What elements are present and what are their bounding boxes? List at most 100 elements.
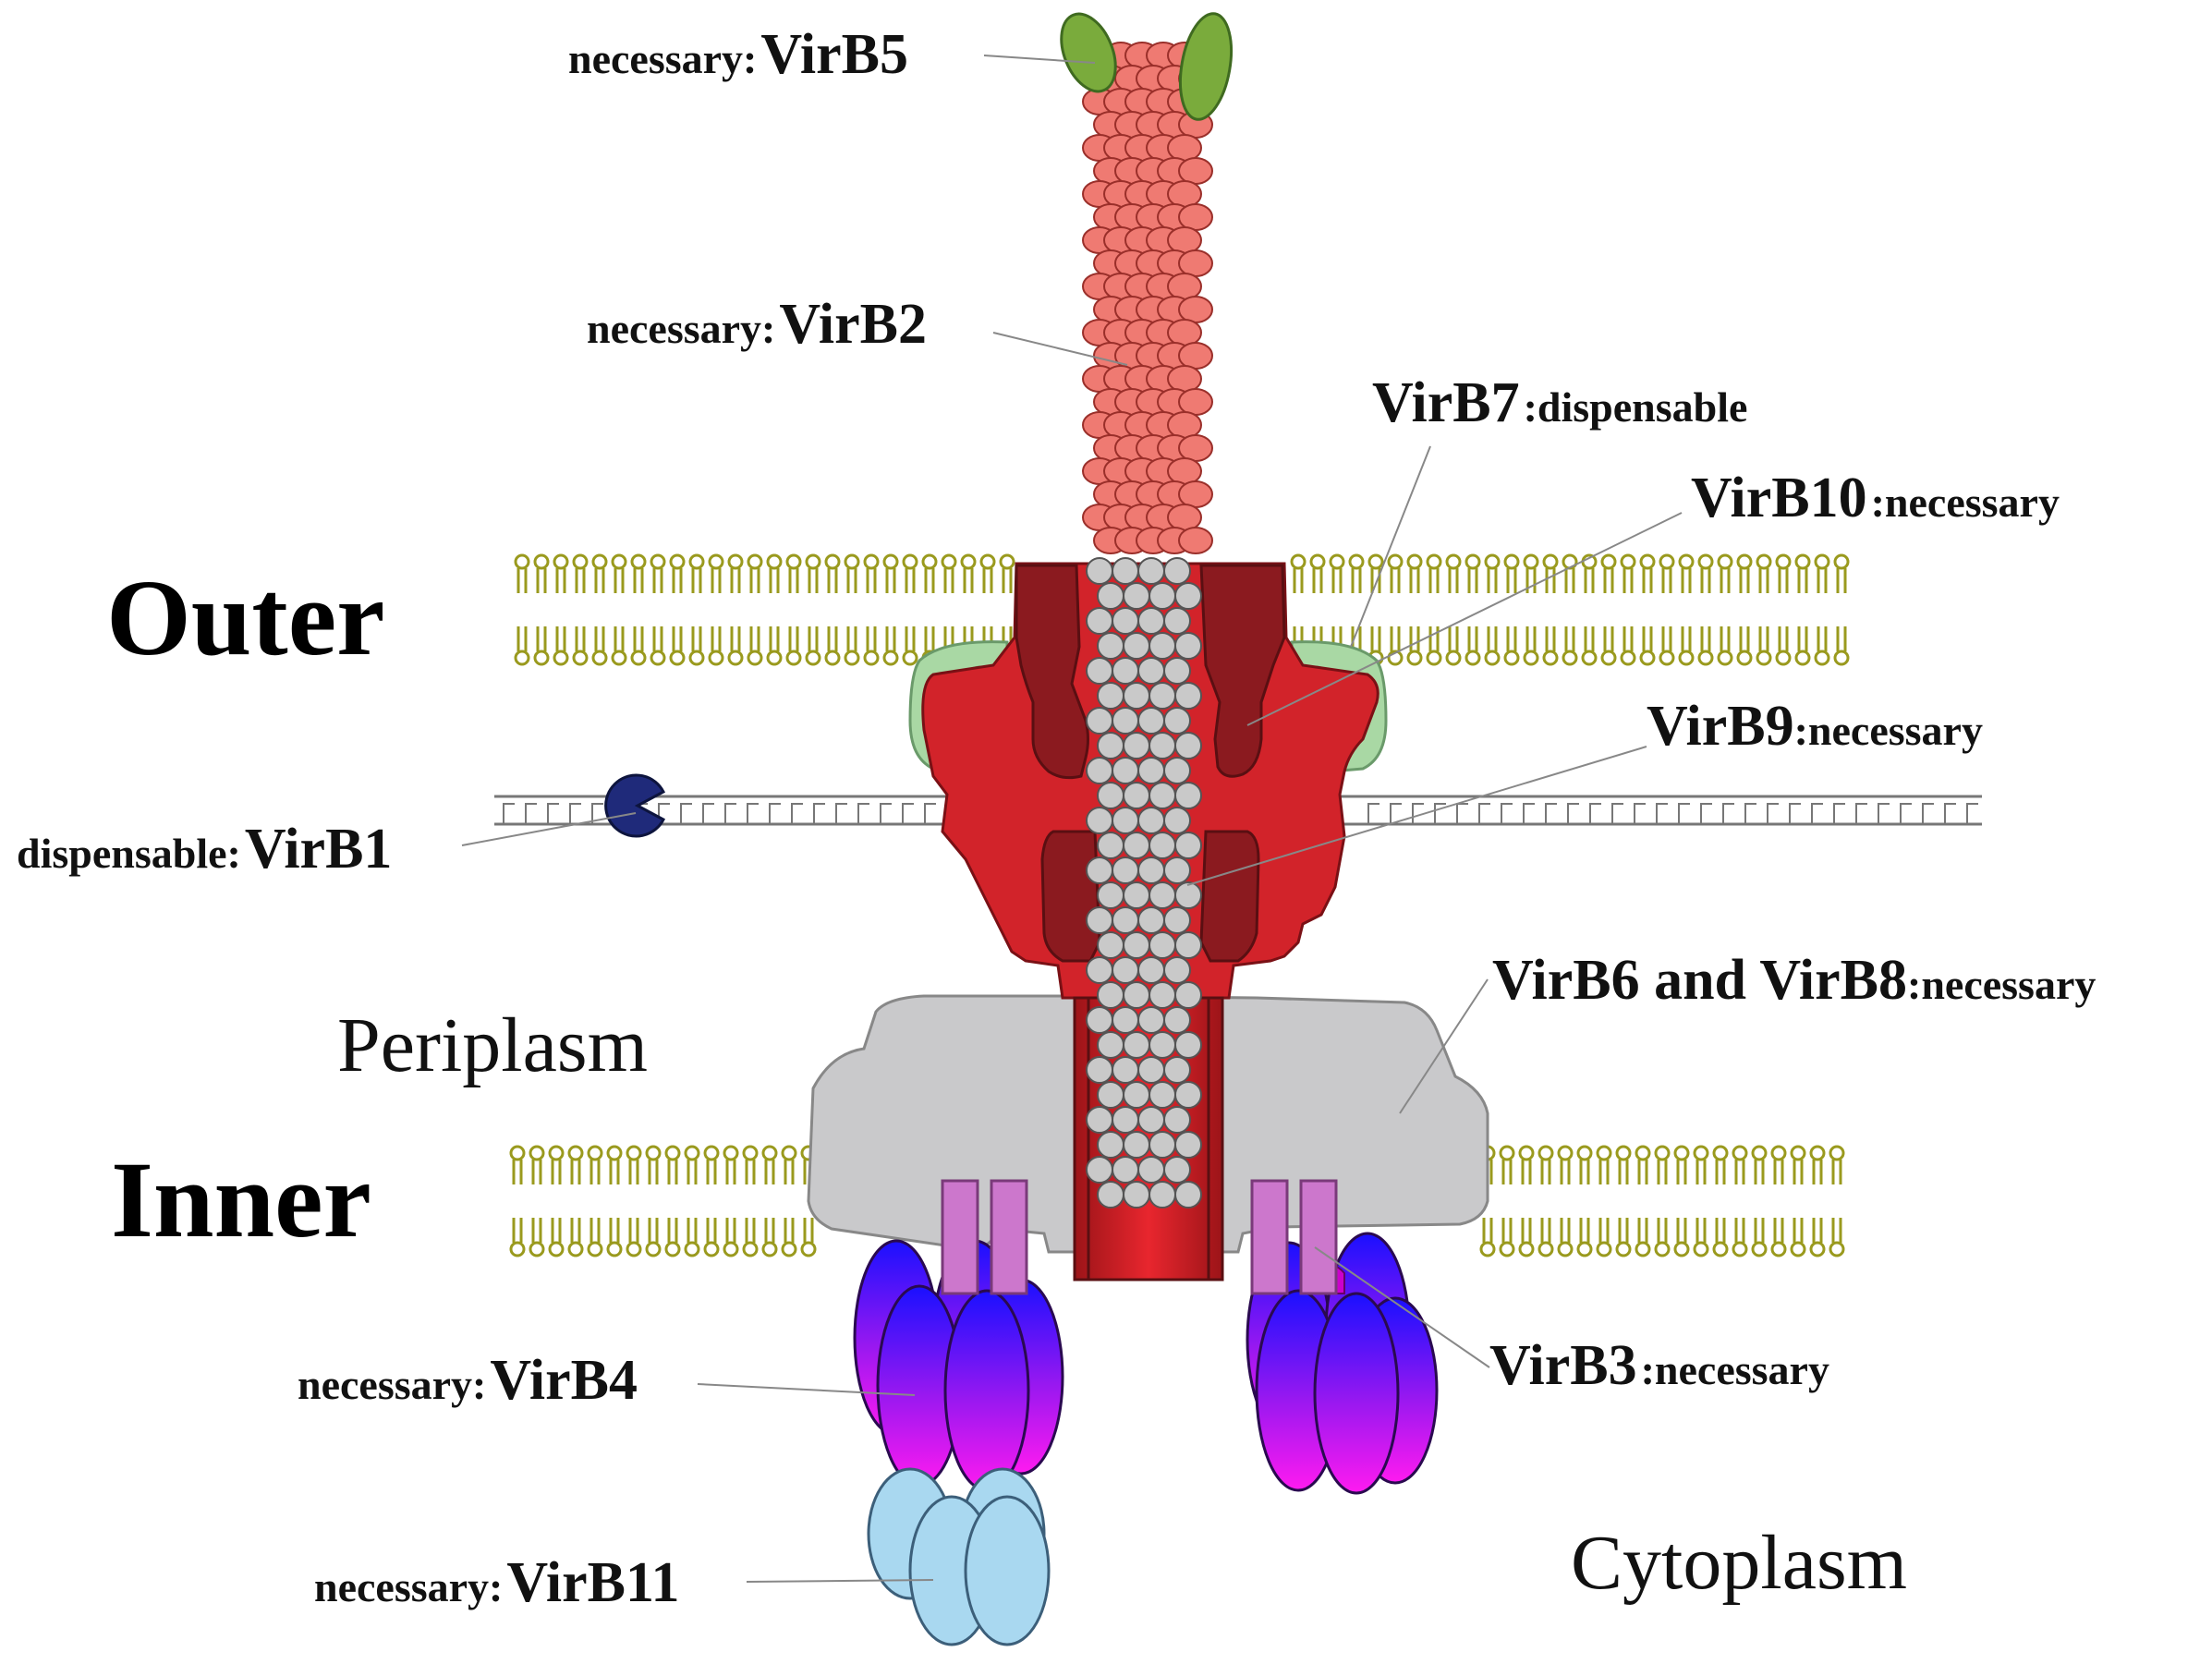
- inner-bead: [1163, 1156, 1191, 1184]
- inner-bead: [1149, 782, 1176, 809]
- inner-bead: [1097, 931, 1124, 959]
- peptidoglycan-tooth: [857, 803, 869, 824]
- peptidoglycan-tooth: [1878, 803, 1890, 824]
- inner-bead: [1174, 1131, 1202, 1159]
- inner-bead: [1163, 657, 1191, 685]
- virb1-name: VirB1: [244, 818, 393, 881]
- lipid-unit: [1615, 1145, 1632, 1257]
- inner-bead: [1137, 1156, 1165, 1184]
- inner-bead: [1086, 1056, 1113, 1084]
- inner-bead: [1112, 757, 1139, 784]
- lipid-unit: [1775, 553, 1792, 666]
- lipid-unit: [761, 1145, 778, 1257]
- peptidoglycan-tooth: [1456, 803, 1468, 824]
- inner-bead: [1174, 582, 1202, 610]
- inner-bead: [1149, 1181, 1176, 1209]
- inner-bead: [1174, 682, 1202, 710]
- lipid-unit: [1790, 1145, 1806, 1257]
- virb7-name: VirB7: [1372, 371, 1520, 434]
- inner-bead: [1163, 707, 1191, 735]
- inner-bead: [1174, 1031, 1202, 1059]
- peptidoglycan-tooth: [1567, 803, 1579, 824]
- inner-bead: [1163, 557, 1191, 585]
- peptidoglycan-tooth: [724, 803, 736, 824]
- inner-bead: [1149, 582, 1176, 610]
- inner-bead: [1163, 607, 1191, 635]
- virb11-name: VirB11: [506, 1551, 680, 1614]
- peptidoglycan-tooth: [1966, 803, 1978, 824]
- virb2-subunit: [1178, 342, 1213, 370]
- peptidoglycan-tooth: [791, 803, 803, 824]
- inner-bead: [1149, 1131, 1176, 1159]
- peptidoglycan-tooth: [1900, 803, 1912, 824]
- lipid-unit: [1717, 553, 1733, 666]
- lipid-unit: [1833, 553, 1850, 666]
- peptidoglycan-tooth: [924, 803, 936, 824]
- lipid-unit: [1600, 553, 1617, 666]
- inner-bead: [1112, 607, 1139, 635]
- lipid-unit: [766, 553, 783, 666]
- inner-bead: [1086, 856, 1113, 884]
- inner-bead: [1149, 732, 1176, 759]
- lipid-unit: [1620, 553, 1636, 666]
- lipid-unit: [591, 553, 608, 666]
- virb2-subunit: [1167, 134, 1202, 162]
- inner-bead: [1163, 1106, 1191, 1134]
- lipid-unit: [572, 553, 589, 666]
- lipid-unit: [1678, 553, 1695, 666]
- virb2-subunit: [1178, 434, 1213, 462]
- peptidoglycan-tooth: [747, 803, 759, 824]
- lipid-unit: [1537, 1145, 1554, 1257]
- virb10-dark-right: [1199, 564, 1286, 778]
- lipid-unit: [882, 553, 899, 666]
- virb2-name: VirB2: [779, 293, 927, 356]
- inner-bead: [1174, 1181, 1202, 1209]
- lipid-unit: [1387, 553, 1404, 666]
- virb1-label: dispensable: VirB1: [17, 820, 392, 878]
- inner-bead: [1086, 757, 1113, 784]
- inner-bead: [1123, 682, 1150, 710]
- inner-bead: [1149, 931, 1176, 959]
- inner-bead: [1097, 1181, 1124, 1209]
- peptidoglycan-tooth: [880, 803, 892, 824]
- inner-bead: [1086, 906, 1113, 934]
- lipid-unit: [1736, 553, 1753, 666]
- virb2-subunit: [1167, 319, 1202, 346]
- inner-bead: [1163, 757, 1191, 784]
- peptidoglycan-tooth: [702, 803, 714, 824]
- inner-bead: [1137, 1056, 1165, 1084]
- peptidoglycan-tooth: [1434, 803, 1446, 824]
- lipid-unit: [1654, 1145, 1671, 1257]
- virb2-subunit: [1178, 249, 1213, 277]
- inner-bead: [1123, 1131, 1150, 1159]
- outer-membrane-label: Outer: [106, 557, 385, 678]
- inner-bead: [1097, 832, 1124, 859]
- virb2-subunit: [1167, 273, 1202, 300]
- inner-bead: [1174, 782, 1202, 809]
- virb9-dark-right: [1199, 830, 1260, 963]
- virb9-name: VirB9: [1647, 695, 1794, 758]
- lipid-unit: [1829, 1145, 1845, 1257]
- lipid-unit: [626, 1145, 642, 1257]
- lipid-unit: [1576, 1145, 1593, 1257]
- peptidoglycan-tooth: [1589, 803, 1601, 824]
- lipid-unit: [1814, 553, 1830, 666]
- inner-bead: [1149, 1031, 1176, 1059]
- virb5-name: VirB5: [760, 23, 908, 86]
- virb10-label: VirB10 :necessary: [1691, 469, 2060, 527]
- inner-bead: [1137, 1106, 1165, 1134]
- inner-bead: [1137, 1006, 1165, 1034]
- inner-bead: [1112, 1106, 1139, 1134]
- inner-bead: [1123, 832, 1150, 859]
- virb11-hexamer: [867, 1467, 1051, 1646]
- inner-bead: [1112, 1056, 1139, 1084]
- peptidoglycan-tooth: [1944, 803, 1956, 824]
- virb2-subunit: [1167, 365, 1202, 393]
- inner-bead: [1086, 557, 1113, 585]
- lipid-unit: [1562, 553, 1578, 666]
- peptidoglycan-tooth: [1611, 803, 1623, 824]
- peptidoglycan-tooth: [1678, 803, 1690, 824]
- lipid-unit: [805, 553, 821, 666]
- peptidoglycan-tooth: [1634, 803, 1646, 824]
- lipid-unit: [1697, 553, 1714, 666]
